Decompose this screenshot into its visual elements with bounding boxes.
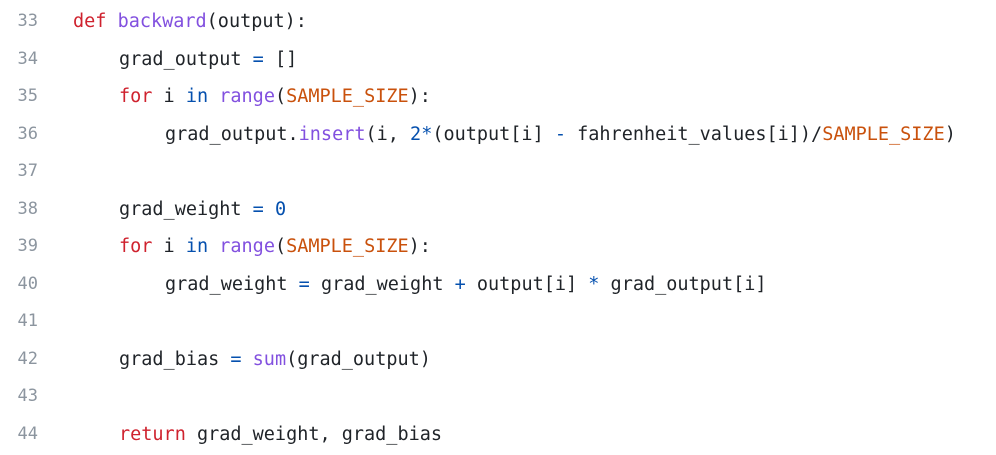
code-line: 38 grad_weight = 0 bbox=[0, 191, 996, 229]
code-token-kw2: in bbox=[185, 86, 209, 107]
code-token-plain: ): bbox=[408, 236, 431, 257]
code-token-plain bbox=[288, 274, 299, 295]
code-line: 41 bbox=[0, 303, 996, 341]
code-token-fn: range bbox=[219, 236, 275, 257]
code-line: 43 bbox=[0, 378, 996, 416]
line-number[interactable]: 41 bbox=[17, 311, 38, 331]
line-code: grad_output = [] bbox=[119, 41, 297, 79]
line-number[interactable]: 37 bbox=[17, 161, 38, 181]
code-line: 44 return grad_weight, grad_bias bbox=[0, 416, 996, 454]
line-code: grad_output.insert(i, 2*(output[i] - fah… bbox=[165, 116, 956, 154]
code-token-plain bbox=[219, 349, 230, 370]
code-token-op: * bbox=[421, 123, 433, 145]
code-token-kw: for bbox=[119, 86, 153, 107]
code-token-fn: range bbox=[219, 86, 275, 107]
line-number[interactable]: 39 bbox=[17, 236, 38, 256]
code-token-op: * bbox=[588, 273, 600, 295]
code-token-plain: (output[i] bbox=[432, 123, 555, 145]
line-number[interactable]: 42 bbox=[17, 348, 38, 369]
code-token-fn: backward bbox=[117, 11, 207, 32]
code-line: 37 bbox=[0, 153, 996, 191]
code-token-fn: sum bbox=[252, 348, 287, 370]
line-number[interactable]: 40 bbox=[17, 273, 38, 294]
code-token-plain bbox=[208, 236, 219, 257]
code-token-plain bbox=[106, 11, 117, 32]
code-token-plain: [] bbox=[263, 48, 298, 70]
code-token-plain bbox=[264, 199, 275, 220]
line-number[interactable]: 44 bbox=[17, 423, 38, 444]
code-token-op: = bbox=[252, 48, 264, 70]
code-line: 39 for i in range(SAMPLE_SIZE): bbox=[0, 228, 996, 266]
code-token-plain bbox=[242, 349, 253, 370]
line-code: def backward(output): bbox=[73, 3, 307, 41]
line-code: grad_weight = grad_weight + output[i] * … bbox=[165, 266, 767, 304]
code-token-plain: grad_weight bbox=[119, 198, 242, 220]
line-code: grad_bias = sum(grad_output) bbox=[119, 341, 431, 379]
code-token-op: - bbox=[554, 123, 566, 145]
line-number[interactable]: 33 bbox=[17, 11, 38, 31]
code-token-const: SAMPLE_SIZE bbox=[822, 123, 945, 145]
code-token-plain: grad_bias bbox=[119, 348, 220, 370]
code-token-plain bbox=[242, 199, 253, 220]
code-token-kw: return bbox=[119, 423, 186, 445]
line-code: for i in range(SAMPLE_SIZE): bbox=[119, 78, 431, 116]
code-token-op: = bbox=[252, 198, 264, 220]
code-token-plain: grad_output. bbox=[165, 123, 299, 145]
code-token-plain: output[i] bbox=[465, 273, 589, 295]
code-token-plain: grad_weight bbox=[165, 273, 288, 295]
line-number[interactable]: 38 bbox=[17, 198, 38, 219]
code-token-plain bbox=[208, 86, 219, 107]
code-token-const: SAMPLE_SIZE bbox=[286, 236, 409, 257]
code-token-const: SAMPLE_SIZE bbox=[286, 86, 409, 107]
code-token-num: 2 bbox=[410, 123, 422, 145]
line-code: return grad_weight, grad_bias bbox=[119, 416, 442, 454]
code-token-plain: (grad_output) bbox=[286, 348, 431, 370]
code-token-plain: i bbox=[152, 236, 186, 257]
code-token-kw: def bbox=[73, 11, 107, 32]
code-line: 40 grad_weight = grad_weight + output[i] … bbox=[0, 266, 996, 304]
code-token-num: 0 bbox=[274, 198, 287, 220]
code-token-plain: fahrenheit_values[i])/ bbox=[566, 123, 823, 145]
code-token-plain: ): bbox=[408, 86, 431, 107]
line-number[interactable]: 34 bbox=[17, 48, 38, 69]
code-token-plain bbox=[242, 49, 253, 70]
code-token-kw2: in bbox=[185, 236, 209, 257]
code-line: 33 def backward(output): bbox=[0, 3, 996, 41]
code-token-plain: grad_output[i] bbox=[599, 273, 767, 295]
code-token-plain: ( bbox=[274, 236, 287, 257]
code-token-plain: (i, bbox=[365, 123, 411, 145]
code-token-plain: grad_output bbox=[119, 48, 242, 70]
code-token-op: = bbox=[230, 348, 242, 370]
code-line: 35 for i in range(SAMPLE_SIZE): bbox=[0, 78, 996, 116]
code-line: 34 grad_output = [] bbox=[0, 41, 996, 79]
code-token-op: = bbox=[298, 273, 310, 295]
line-number[interactable]: 43 bbox=[17, 386, 38, 406]
code-token-plain: ) bbox=[944, 123, 956, 145]
code-line: 36 grad_output.insert(i, 2*(output[i] - f… bbox=[0, 116, 996, 154]
code-token-plain: (output): bbox=[206, 11, 307, 32]
line-code: grad_weight = 0 bbox=[119, 191, 286, 229]
code-token-op: + bbox=[454, 273, 466, 295]
code-token-kw: for bbox=[119, 236, 153, 257]
code-token-plain: grad_weight, grad_bias bbox=[185, 423, 443, 445]
line-code: for i in range(SAMPLE_SIZE): bbox=[119, 228, 431, 266]
code-line: 42 grad_bias = sum(grad_output) bbox=[0, 341, 996, 379]
line-number[interactable]: 35 bbox=[17, 86, 38, 106]
code-token-plain: grad_weight bbox=[309, 273, 455, 295]
code-token-plain: ( bbox=[274, 86, 287, 107]
code-token-fn: insert bbox=[298, 123, 366, 145]
line-number[interactable]: 36 bbox=[17, 123, 38, 144]
code-token-plain: i bbox=[152, 86, 186, 107]
